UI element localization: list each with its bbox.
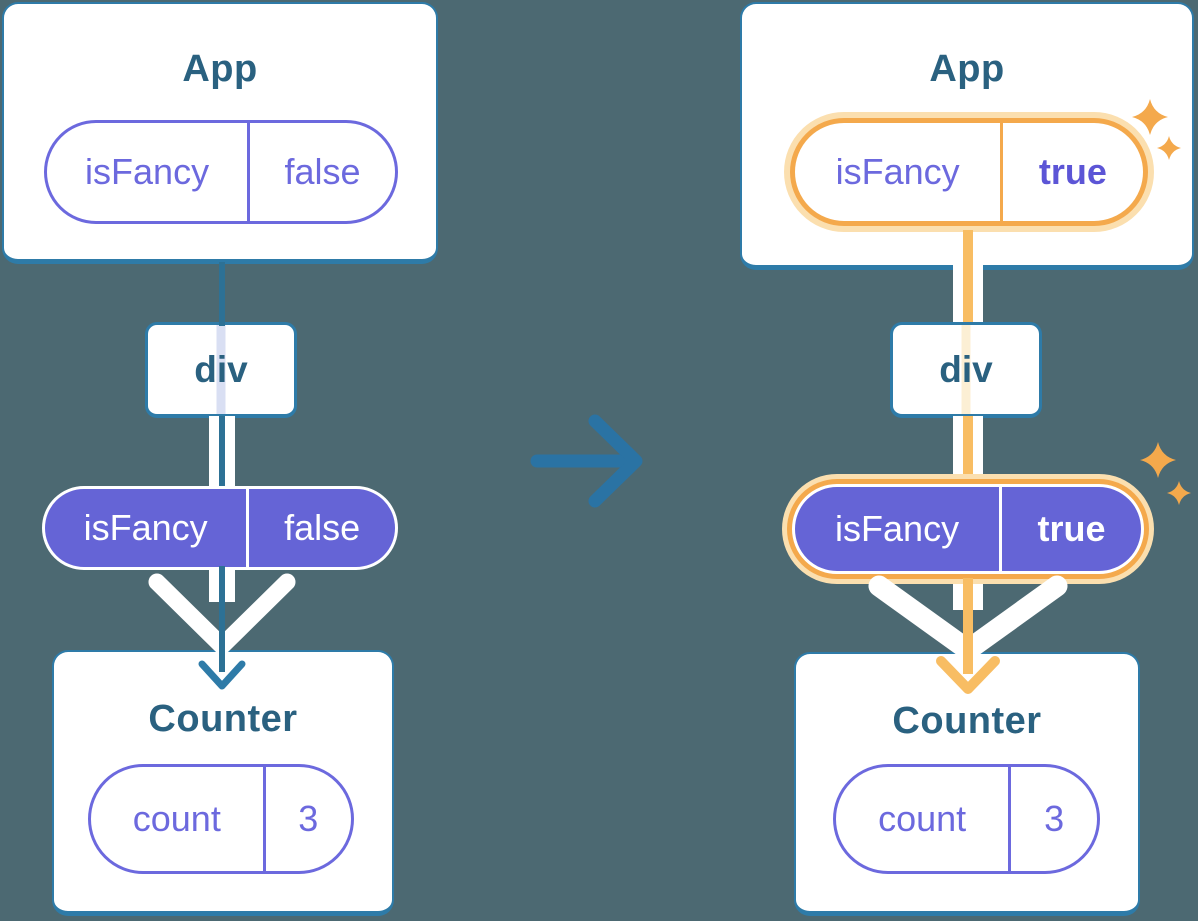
prop-name: isFancy	[83, 507, 208, 548]
prop-chevron-after	[868, 575, 1068, 661]
state-value: 3	[298, 798, 319, 839]
pill-divider	[247, 123, 251, 221]
prop-chevron-before	[148, 573, 296, 655]
counter-title-before: Counter	[148, 698, 298, 740]
sparkle-large-prop	[1140, 442, 1176, 478]
prop-name: isFancy	[835, 508, 960, 549]
pill-divider	[1008, 767, 1012, 871]
state-pill-count-before: count 3	[88, 764, 354, 874]
pill-divider	[1000, 123, 1003, 221]
pill-divider	[262, 767, 266, 871]
edge-app-to-div-before	[219, 262, 225, 326]
prop-thread-stripe-after	[961, 325, 971, 414]
div-card-after: div	[890, 322, 1042, 418]
state-name: isFancy	[835, 151, 960, 192]
state-name: count	[132, 798, 221, 839]
counter-card-before: Counter count 3	[52, 650, 394, 916]
pill-divider	[999, 487, 1003, 571]
prop-pill-isfancy-after: isFancy true	[792, 484, 1144, 574]
app-card-before: App isFancy false	[2, 2, 438, 264]
prop-thread-stripe-before	[216, 325, 226, 414]
arrow-right-icon	[530, 414, 643, 508]
prop-value: false	[284, 507, 361, 548]
edge-div-to-prop-before	[219, 416, 225, 488]
prop-pipe-white-left	[953, 232, 963, 322]
prop-pipe-white-left	[953, 584, 963, 610]
counter-card-after: Counter count 3	[794, 652, 1140, 916]
sparkle-small-prop	[1167, 481, 1191, 505]
pill-divider	[246, 489, 250, 567]
state-value: true	[1038, 151, 1107, 192]
prop-pipe-white-right	[973, 416, 983, 486]
prop-value: true	[1037, 508, 1106, 549]
prop-pipe-white-left	[209, 416, 219, 488]
state-pill-count-after: count 3	[833, 764, 1100, 874]
prop-pipe-white-right	[973, 232, 983, 322]
prop-pipe-white-right	[225, 416, 235, 488]
prop-pill-isfancy-before: isFancy false	[42, 486, 398, 570]
edge-app-to-div-after	[963, 230, 973, 322]
prop-pipe-white-right	[225, 568, 235, 602]
edge-div-to-prop-after	[963, 416, 973, 486]
state-pill-isfancy-before: isFancy false	[44, 120, 398, 224]
app-title-after: App	[929, 48, 1005, 90]
div-label-after: div	[939, 348, 993, 390]
state-value: false	[284, 151, 361, 192]
counter-title-after: Counter	[892, 700, 1042, 742]
div-label-before: div	[194, 348, 248, 390]
div-card-before: div	[145, 322, 297, 418]
prop-pipe-white-right	[973, 584, 983, 610]
state-name: count	[878, 798, 967, 839]
prop-pipe-white-left	[209, 568, 219, 602]
app-title-before: App	[182, 48, 258, 90]
state-name: isFancy	[85, 151, 210, 192]
state-value: 3	[1044, 798, 1065, 839]
prop-pipe-white-left	[953, 416, 963, 486]
state-pill-isfancy-after: isFancy true	[790, 118, 1148, 226]
